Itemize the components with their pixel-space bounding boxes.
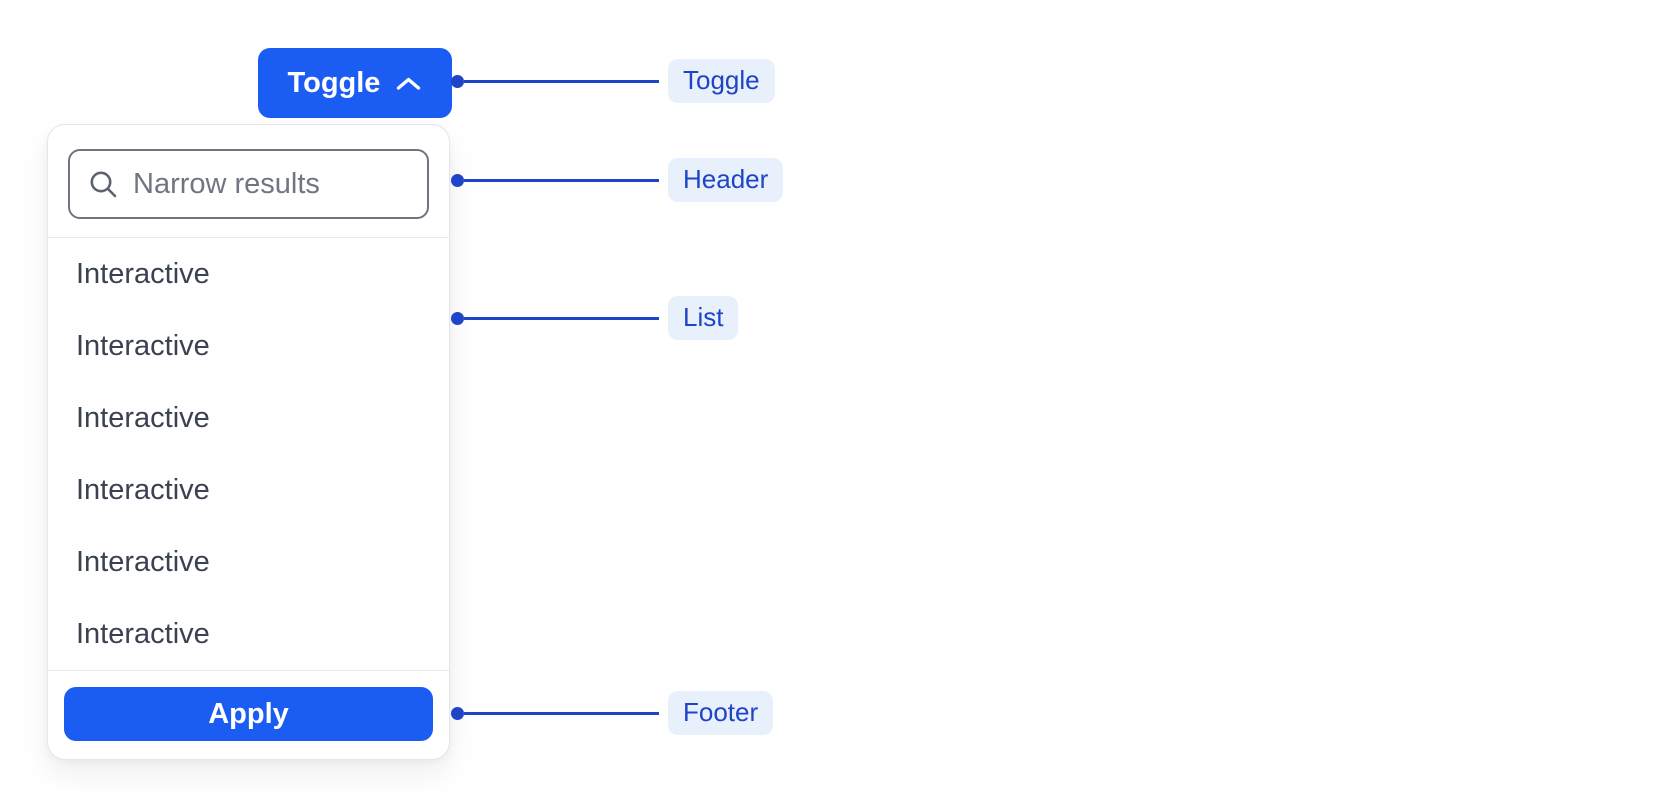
annotation-dot [451,173,464,187]
list-item[interactable]: Interactive [76,329,210,362]
annotation-label-header: Header [668,158,784,202]
search-box[interactable] [68,149,429,219]
annotation-header: Header [451,158,784,202]
annotation-dot [451,706,464,720]
annotation-label-footer: Footer [668,691,774,735]
toggle-button-label: Toggle [287,66,381,99]
search-icon [88,169,119,200]
annotation-label-toggle: Toggle [668,59,775,103]
annotation-line [464,711,659,715]
chevron-up-icon [395,75,422,92]
list-item[interactable]: Interactive [76,617,210,650]
annotation-footer: Footer [451,691,774,735]
dropdown-list: Interactive Interactive Interactive Inte… [48,238,449,670]
dropdown-panel: Interactive Interactive Interactive Inte… [47,124,450,760]
annotation-label-list: List [668,296,739,340]
annotation-line [464,316,659,320]
search-input[interactable] [133,167,411,201]
list-item[interactable]: Interactive [76,545,210,578]
list-item[interactable]: Interactive [76,257,210,290]
dropdown-footer: Apply [48,670,449,759]
dropdown-header [48,125,449,238]
annotation-line [464,79,659,83]
toggle-button[interactable]: Toggle [258,48,452,118]
annotation-list: List [451,296,739,340]
annotation-dot [451,311,464,325]
annotation-toggle: Toggle [451,59,775,103]
annotation-line [464,178,659,182]
apply-button[interactable]: Apply [64,687,433,741]
list-item[interactable]: Interactive [76,401,210,434]
annotation-dot [451,74,464,88]
list-item[interactable]: Interactive [76,473,210,506]
